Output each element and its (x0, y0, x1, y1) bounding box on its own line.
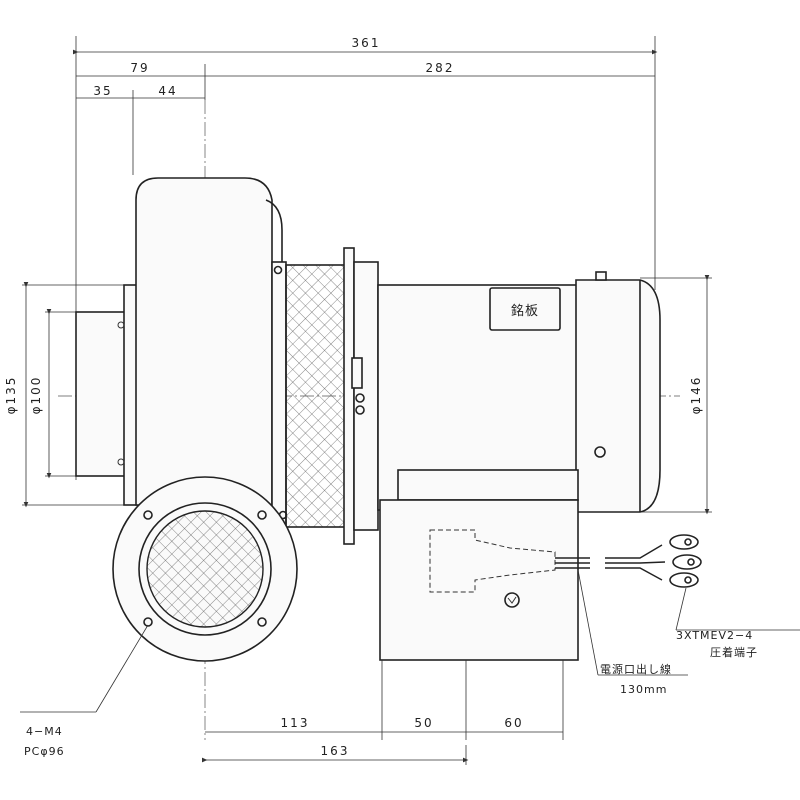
dim-bottom-total: 163 (321, 744, 350, 758)
mesh-cover (285, 264, 347, 528)
pitch-circle-label: PCφ96 (24, 745, 65, 758)
dim-motor-diameter: φ146 (689, 376, 703, 415)
lead-wires (555, 534, 702, 588)
dim-inlet-diameter: φ100 (29, 376, 43, 415)
dim-left-part-b: 44 (158, 84, 177, 98)
mount-holes-label: 4−M4 (26, 725, 63, 738)
lead-length-label: 130mm (620, 683, 667, 696)
right-dimension: φ146 (640, 274, 712, 515)
inlet-flange (75, 284, 139, 506)
dim-flange-diameter: φ135 (4, 376, 18, 415)
dim-right-width: 282 (426, 61, 455, 75)
annotations: 3XTMEV2−4 圧着端子 電源口出し線 130mm 4−M4 PCφ96 (20, 569, 800, 758)
dim-left-part-a: 35 (93, 84, 112, 98)
top-dimensions: 361 79 282 35 44 (72, 36, 658, 480)
bottom-dimensions: 113 50 60 163 (201, 660, 564, 765)
blower-housing (135, 177, 288, 525)
dim-bottom-a: 113 (281, 716, 310, 730)
motor-end-cap (575, 271, 661, 513)
dim-overall-width: 361 (352, 36, 381, 50)
terminal-spec-label: 3XTMEV2−4 (676, 629, 753, 642)
terminal-name-label: 圧着端子 (710, 645, 758, 659)
left-dimensions: φ135 φ100 (4, 281, 125, 508)
outlet-flange (112, 476, 298, 662)
terminal-box (379, 469, 579, 661)
dim-bottom-b: 50 (414, 716, 433, 730)
motor-flange (343, 247, 379, 545)
dim-bottom-c: 60 (504, 716, 523, 730)
dim-left-width: 79 (130, 61, 149, 75)
nameplate-label: 銘板 (511, 304, 539, 319)
lead-wire-label: 電源口出し線 (600, 662, 672, 676)
